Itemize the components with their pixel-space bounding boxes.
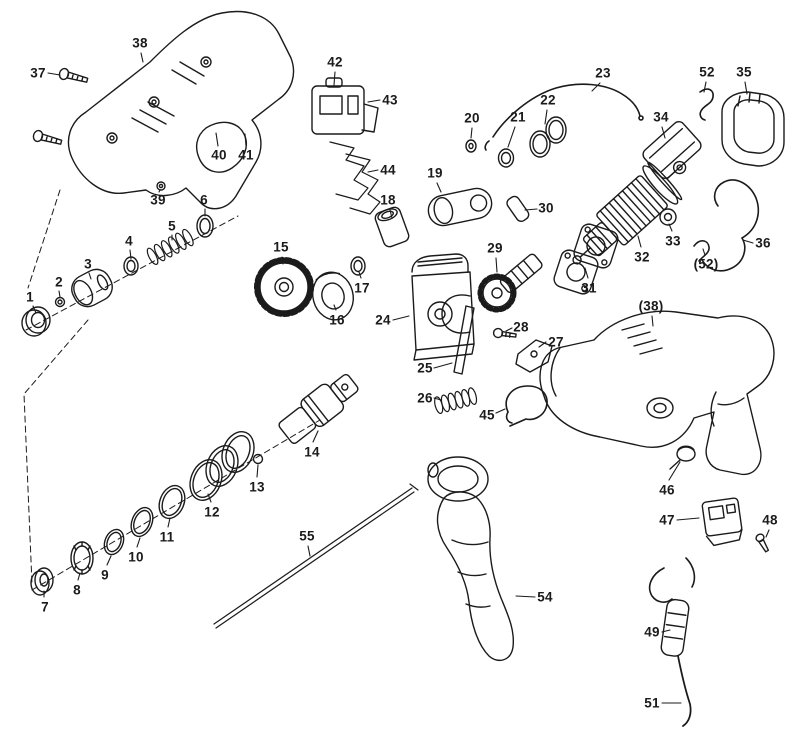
field-stator-34 [642,120,702,180]
washer-4 [123,256,139,276]
side-handle-54 [427,456,515,662]
clamp-plate-27 [515,339,553,373]
ring-21 [497,148,515,168]
washer-20 [465,139,477,153]
lead-wire-36 [701,179,760,272]
gear-15 [254,257,314,317]
rear-cover-35 [721,91,785,167]
ring-11 [158,484,186,520]
needle-bearing-8 [70,541,94,575]
steel-ball-13 [252,453,264,465]
switch-block [311,77,379,135]
assembly-axis-dashed-lines [23,189,321,591]
piston-18 [374,206,410,248]
spindle-gear-29 [477,253,543,313]
ring-9 [103,528,125,556]
spring-clip-52-dup [693,240,710,262]
motor-housing-left [67,10,295,210]
depth-gauge-rod-55 [213,483,419,629]
cap-1 [21,306,51,337]
bearing-retainers-31 [553,223,619,295]
lead-wire-23 [484,83,644,151]
housing-screw [58,67,89,83]
cord-guard-49 [648,557,696,657]
power-cord-51 [677,655,692,727]
rings-12 [189,431,255,501]
cylinder-19 [427,187,493,227]
rings-22 [529,116,567,158]
washer-7 [30,567,54,596]
screw-48 [755,533,770,553]
screw-28 [492,327,517,339]
leader-lines [32,52,770,704]
wire-clip-45 [505,385,548,427]
flat-spring-25 [453,305,475,375]
spring-clip-52 [699,88,714,121]
ball-bearing-33 [659,208,677,226]
oring-6 [196,214,214,238]
oring-2 [54,296,66,308]
change-knob-46 [669,445,696,470]
brush-holder-plates [329,141,381,215]
switch-47 [701,497,743,547]
washer-39 [156,181,166,191]
washer-17 [350,256,366,276]
cap-3 [71,268,113,308]
armature-32 [572,160,687,265]
housing-screw [32,129,63,145]
spring-5 [146,228,194,266]
motor-housing-right [539,310,775,476]
spring-26 [434,387,478,415]
spindle-14 [278,373,359,444]
cam-ring-16 [312,271,354,321]
snap-ring-10 [130,506,154,538]
bracket-24 [411,253,475,361]
pin-30 [506,195,530,223]
